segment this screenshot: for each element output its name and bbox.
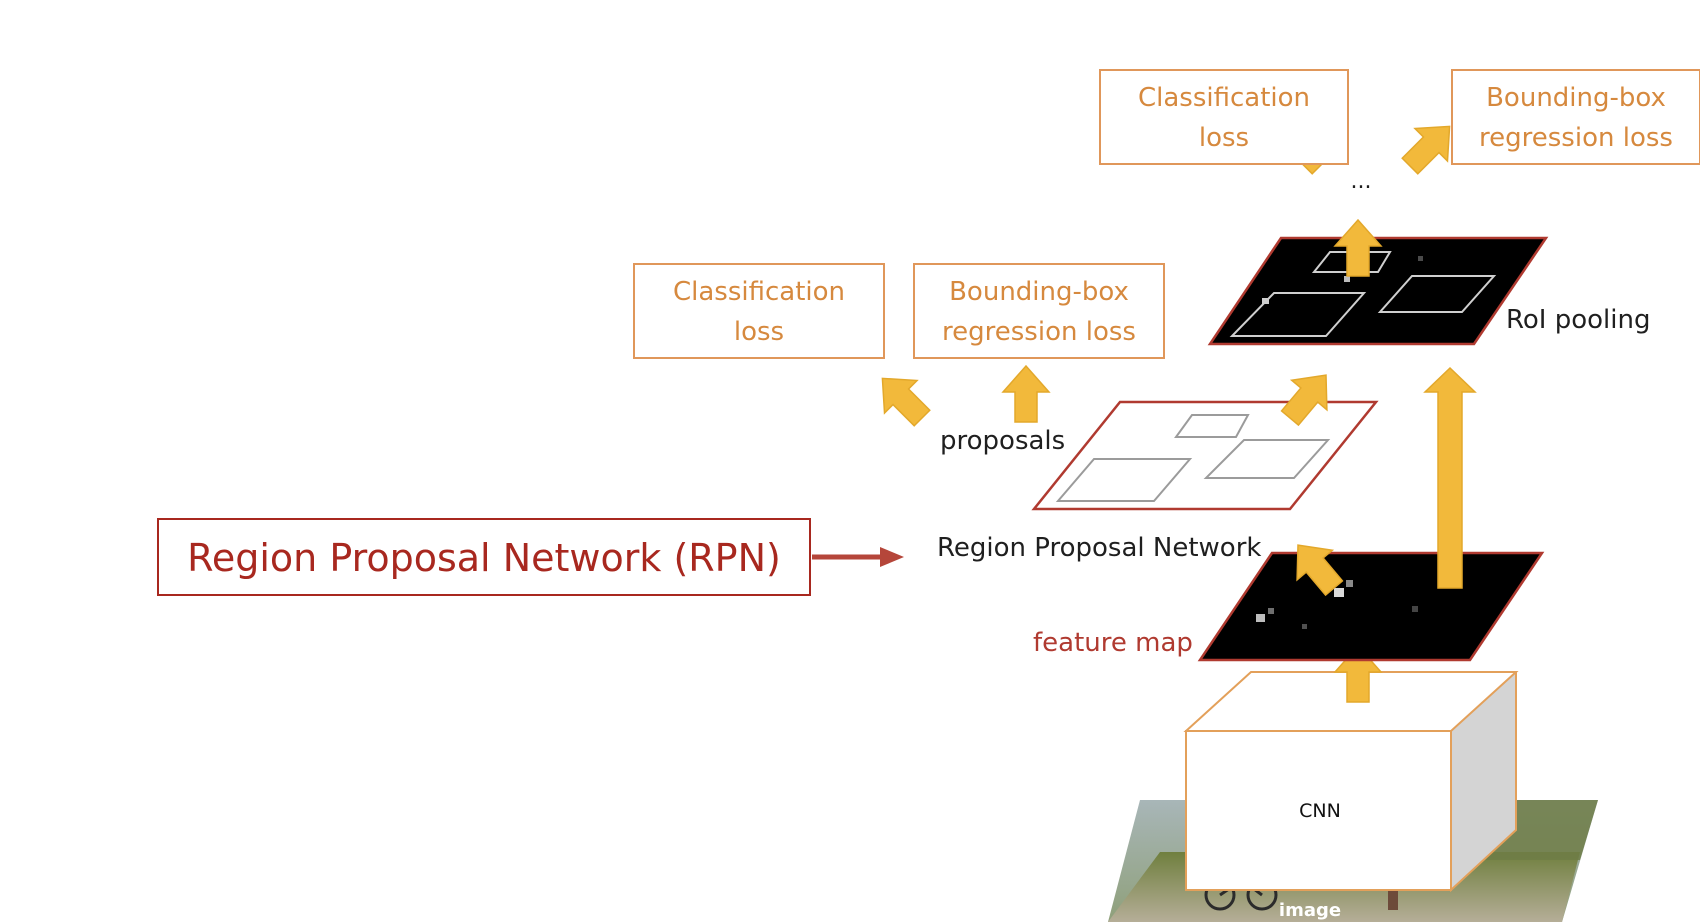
rpn-bbox-regression-loss-box: Bounding-box regression loss [913,263,1165,359]
cnn-block: CNN [1183,671,1519,893]
top-classification-loss-box: Classification loss [1099,69,1349,165]
top-bbox-regression-loss-box: Bounding-box regression loss [1451,69,1700,165]
cnn-label: CNN [1299,800,1341,822]
arrow-proposals-to-rpn-classification-loss [865,361,940,436]
top-bbox-loss-line1: Bounding-box [1486,83,1666,113]
rpn-bbox-loss-line1: Bounding-box [949,277,1129,307]
rpn-callout: Region Proposal Network (RPN) [157,518,811,596]
rpn-classification-loss-line2: loss [734,317,784,347]
rpn-classification-loss-box: Classification loss [633,263,885,359]
arrow-feature-map-to-roi-pooling [1423,366,1477,589]
rpn-classification-loss-line1: Classification [673,277,845,307]
proposals-label: proposals [940,426,1065,456]
rpn-bbox-loss-line2: regression loss [942,317,1136,347]
top-bbox-loss-line2: regression loss [1479,123,1673,153]
feature-map-plane [1197,551,1545,662]
rpn-callout-text: Region Proposal Network (RPN) [187,536,781,580]
ellipsis-label: ... [1351,169,1372,194]
feature-map-label: feature map [1033,628,1193,658]
region-proposal-network-label: Region Proposal Network [937,533,1261,563]
arrow-proposals-to-rpn-bbox-loss [1002,365,1050,423]
callout-arrow [812,547,904,567]
roi-pooling-label: RoI pooling [1506,305,1651,335]
top-classification-loss-line2: loss [1199,123,1249,153]
proposals-plane [1031,400,1379,511]
roi-pooling-plane [1207,236,1549,346]
image-label: image [1279,900,1341,921]
top-classification-loss-line1: Classification [1138,83,1310,113]
